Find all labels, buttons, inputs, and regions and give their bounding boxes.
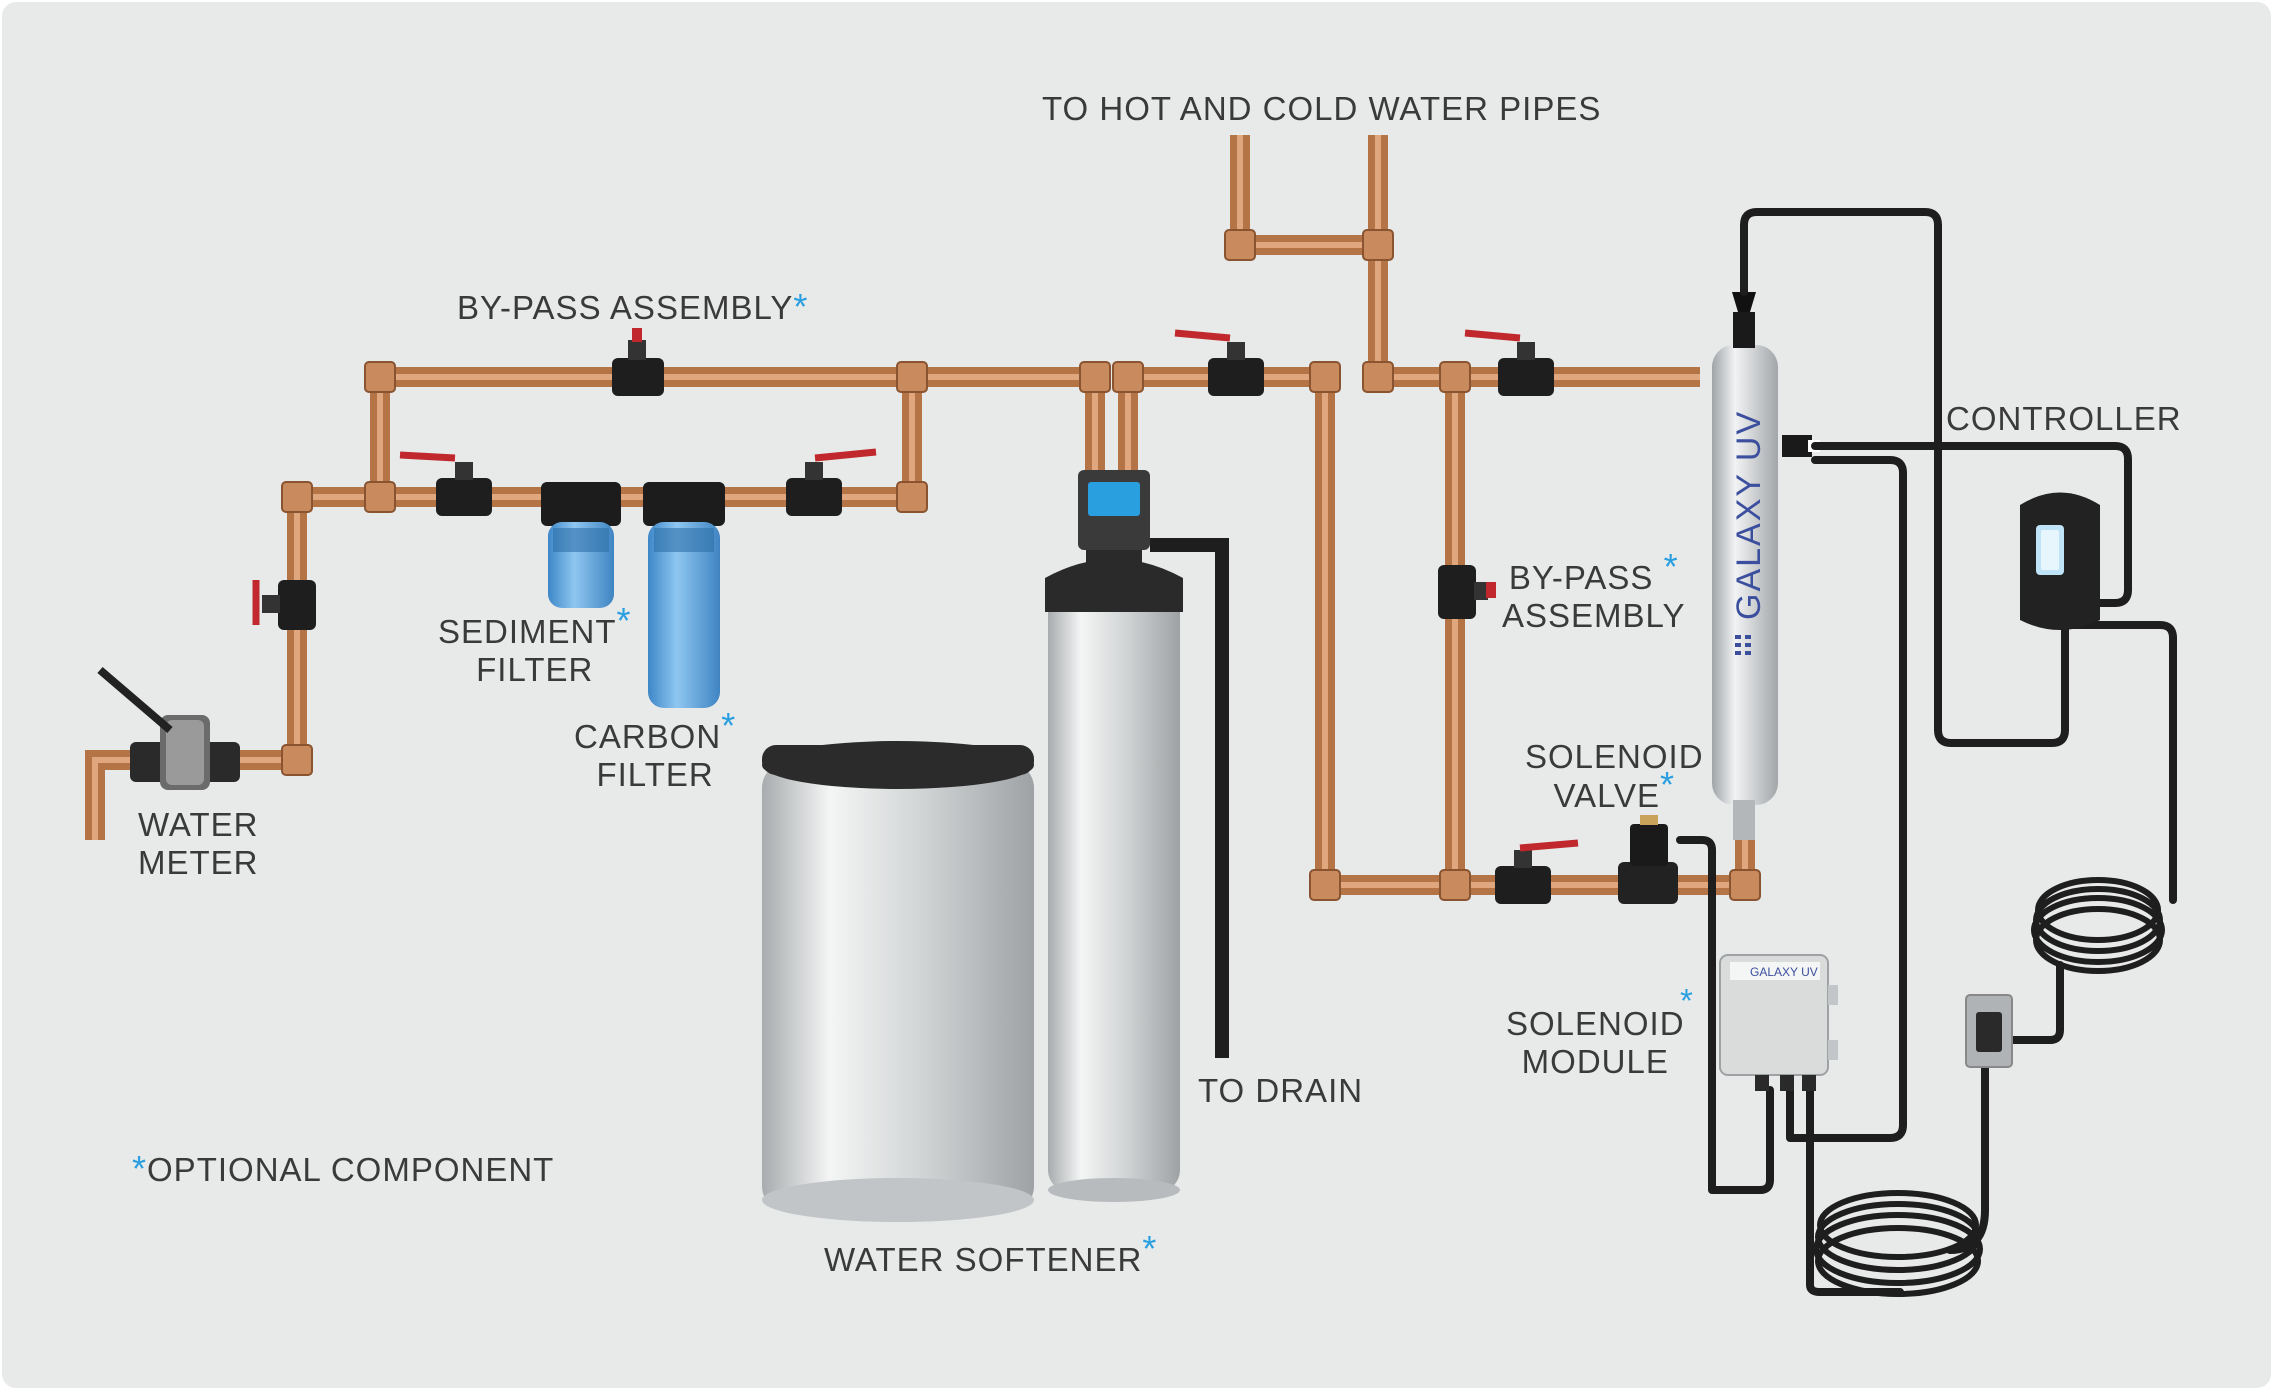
label-water-softener-text: WATER SOFTENER [824, 1241, 1143, 1278]
label-bypass-assembly-top: BY-PASS ASSEMBLY* [457, 288, 808, 327]
uv-logo-icon [1735, 635, 1751, 655]
label-controller: CONTROLLER [1946, 400, 2182, 438]
label-solenoid-module: SOLENOID MODULE [1506, 1005, 1685, 1081]
label-solenoid-valve: SOLENOID VALVE* [1525, 738, 1704, 815]
label-carbon-filter: CARBON* FILTER [574, 707, 736, 794]
label-to-drain: TO DRAIN [1198, 1072, 1363, 1110]
uv-sterilizer: GALAXY UV [1712, 292, 1778, 840]
optional-star-icon: * [1660, 764, 1676, 805]
uv-brand-text: GALAXY UV [1730, 410, 1768, 620]
ball-valve-uv-in [1495, 839, 1579, 904]
label-optional-component: *OPTIONAL COMPONENT [132, 1150, 554, 1189]
module-brand-text: GALAXY UV [1750, 965, 1818, 979]
label-controller-text: CONTROLLER [1946, 400, 2182, 437]
label-water-meter-line1: WATER [138, 806, 259, 843]
carbon-filter [643, 482, 725, 708]
uv-controller [2020, 492, 2100, 630]
optional-star-icon: * [1142, 1228, 1158, 1269]
ball-valve-uv-out [1464, 329, 1554, 396]
label-hot-cold-text: TO HOT AND COLD WATER PIPES [1042, 90, 1602, 127]
label-solenoid-module-line2: MODULE [1521, 1043, 1669, 1080]
label-carbon-line2: FILTER [596, 756, 714, 793]
solenoid-valve [1618, 815, 1678, 904]
label-to-drain-text: TO DRAIN [1198, 1072, 1364, 1109]
optional-star-icon: * [793, 286, 809, 327]
label-hot-cold-pipes: TO HOT AND COLD WATER PIPES [1042, 90, 1601, 128]
label-bypass-assembly-right: BY-PASS * ASSEMBLY [1502, 548, 1686, 635]
label-solenoid-valve-line2: VALVE [1553, 777, 1661, 814]
ball-valve-bypass-top [612, 328, 664, 396]
label-carbon-line1: CARBON [574, 718, 722, 755]
optional-star-icon: * [616, 600, 632, 641]
optional-star-icon: * [1680, 982, 1694, 1019]
label-optional-text: OPTIONAL COMPONENT [147, 1151, 555, 1188]
cable-coil-lower [1813, 1190, 1983, 1297]
optional-star-icon: * [721, 705, 737, 746]
pipe-fittings [281, 229, 1761, 901]
label-water-meter: WATER METER [138, 806, 259, 882]
optional-star-icon: * [132, 1148, 148, 1189]
wall-outlet [1965, 994, 2013, 1068]
label-solenoid-module-line1: SOLENOID [1506, 1005, 1685, 1042]
solenoid-module-box: GALAXY UV [1719, 954, 1838, 1091]
label-water-meter-line2: METER [138, 844, 259, 881]
label-sediment-line2: FILTER [476, 651, 594, 688]
sediment-filter [541, 482, 621, 608]
cable-coil-upper [2031, 877, 2165, 974]
label-bypass-right-line1: BY-PASS [1508, 559, 1654, 596]
optional-star-icon: * [1663, 546, 1679, 587]
resin-tank [1045, 470, 1183, 1202]
ball-valve-softener-out [1174, 329, 1264, 396]
brine-tank [762, 741, 1034, 1222]
label-bypass-top-text: BY-PASS ASSEMBLY [457, 289, 794, 326]
drain-line [1150, 538, 1229, 1058]
power-cables [1676, 208, 2177, 1296]
label-bypass-right-line2: ASSEMBLY [1502, 597, 1686, 634]
ball-valve-filter-in [399, 451, 492, 516]
water-meter [97, 666, 240, 790]
ball-valve-inlet [252, 580, 316, 630]
ball-valve-filter-out [786, 448, 877, 516]
label-sediment-line1: SEDIMENT [438, 613, 617, 650]
ball-valve-bypass-right [1438, 565, 1496, 619]
label-water-softener: WATER SOFTENER* [824, 1230, 1157, 1279]
label-solenoid-valve-line1: SOLENOID [1525, 738, 1704, 775]
label-sediment-filter: SEDIMENT* FILTER [438, 602, 632, 689]
